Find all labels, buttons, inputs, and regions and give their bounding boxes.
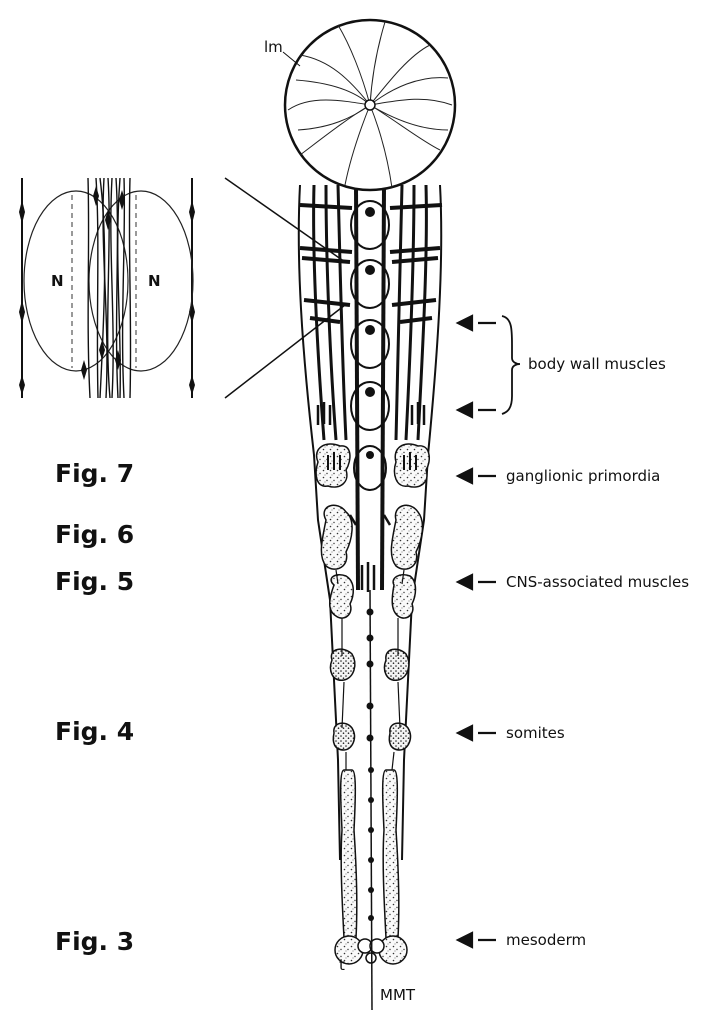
arrow-body-wall-1	[458, 316, 496, 330]
fig6-blobs	[321, 505, 422, 569]
nucleus-label-right: N	[148, 272, 161, 290]
label-somites: somites	[506, 724, 565, 742]
label-body-wall-muscles: body wall muscles	[528, 355, 666, 373]
label-mesoderm: mesoderm	[506, 931, 586, 949]
embryo	[285, 20, 455, 1010]
longitudinal-muscles	[314, 185, 427, 440]
transverse-muscles	[300, 205, 442, 322]
fig4-label: Fig. 4	[55, 717, 134, 746]
right-arrows	[458, 316, 496, 947]
t-label: t	[339, 956, 345, 974]
fig7-label: Fig. 7	[55, 459, 134, 488]
arrow-cns	[458, 575, 496, 589]
body-wall-bracket	[502, 316, 520, 414]
arrow-somites	[458, 726, 496, 740]
mmt-label: MMT	[380, 986, 416, 1004]
lm-structure	[285, 20, 455, 190]
inset-panel: N N	[19, 178, 195, 398]
fig5-label: Fig. 5	[55, 567, 134, 596]
fig3-label: Fig. 3	[55, 927, 134, 956]
fig6-label: Fig. 6	[55, 520, 134, 549]
ganglionic-primordia	[316, 444, 429, 487]
lm-label: lm	[264, 38, 283, 56]
mesoderm-bands	[341, 770, 399, 938]
label-cns-associated-muscles: CNS-associated muscles	[506, 573, 689, 591]
arrow-ganglionic	[458, 469, 496, 483]
arrow-body-wall-2	[458, 403, 496, 417]
nucleus-label-left: N	[51, 272, 64, 290]
label-ganglionic-primordia: ganglionic primordia	[506, 467, 660, 485]
arrow-mesoderm	[458, 933, 496, 947]
ganglion-dots	[365, 207, 375, 459]
